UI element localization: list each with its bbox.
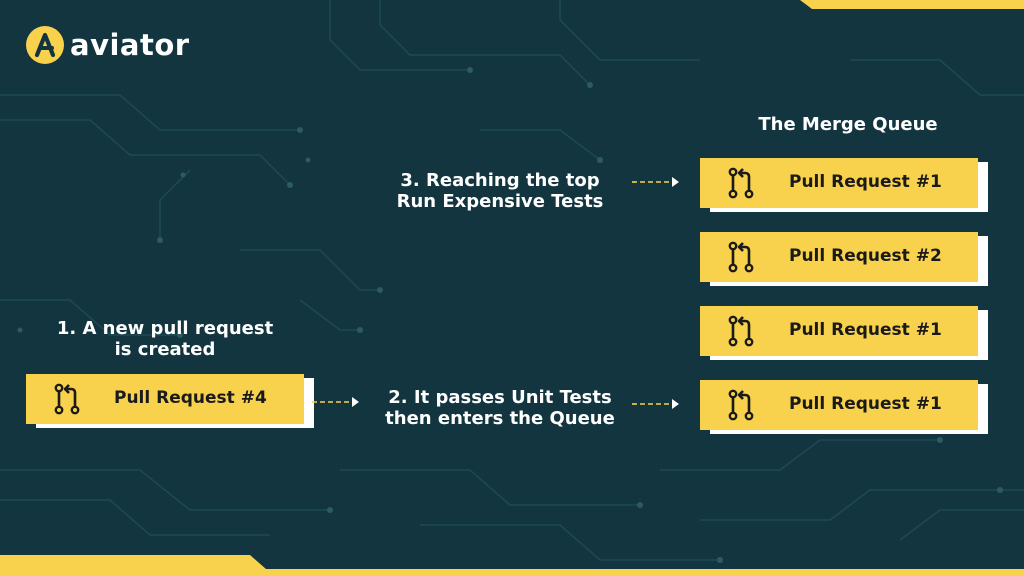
git-pull-request-icon: [728, 389, 754, 421]
step-3-line-1: 3. Reaching the top: [400, 170, 600, 191]
new-pr-card: Pull Request #4: [26, 374, 304, 424]
step-1-line-1: 1. A new pull request: [56, 318, 274, 339]
queue-item-label: Pull Request #1: [789, 394, 942, 414]
queue-card: Pull Request #1: [700, 380, 978, 430]
top-accent-bar: [800, 0, 1024, 9]
step-2-line-2: then enters the Queue: [385, 408, 615, 429]
step-3-text: 3. Reaching the top Run Expensive Tests: [360, 170, 640, 212]
git-pull-request-icon: [728, 241, 754, 273]
brand-name: aviator: [70, 28, 190, 62]
queue-card: Pull Request #1: [700, 158, 978, 208]
step-2-line-1: 2. It passes Unit Tests: [388, 387, 612, 408]
aviator-logo-icon: [26, 26, 64, 64]
bottom-accent-bar: [0, 555, 1024, 576]
dashed-arrow-icon: [632, 398, 680, 410]
step-1-line-2: is created: [114, 339, 216, 360]
dashed-arrow-icon: [632, 176, 680, 188]
git-pull-request-icon: [728, 167, 754, 199]
git-pull-request-icon: [728, 315, 754, 347]
step-2-text: 2. It passes Unit Tests then enters the …: [360, 387, 640, 429]
brand-logo: aviator: [26, 26, 190, 64]
queue-item-label: Pull Request #1: [789, 320, 942, 340]
queue-card: Pull Request #1: [700, 306, 978, 356]
queue-item-label: Pull Request #1: [789, 172, 942, 192]
step-1-text: 1. A new pull request is created: [20, 318, 310, 360]
new-pr-label: Pull Request #4: [114, 388, 267, 408]
queue-card: Pull Request #2: [700, 232, 978, 282]
step-3-line-2: Run Expensive Tests: [396, 191, 604, 212]
queue-item-label: Pull Request #2: [789, 246, 942, 266]
merge-queue-title: The Merge Queue: [758, 114, 938, 135]
git-pull-request-icon: [54, 383, 80, 415]
dashed-arrow-icon: [312, 396, 360, 408]
